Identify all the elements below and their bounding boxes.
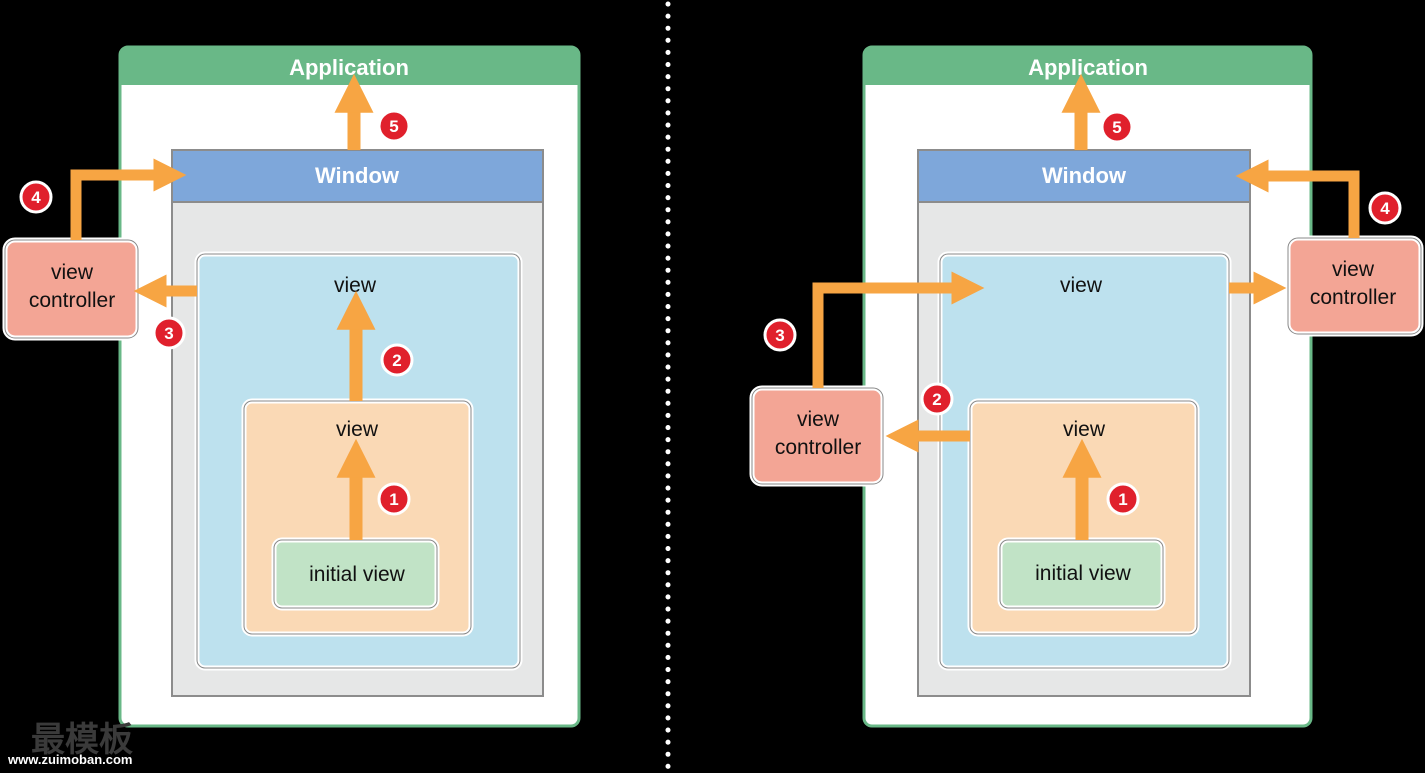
watermark-logo-text: 最模板 [31, 720, 133, 760]
left-initial-view-label: initial view [309, 563, 406, 586]
right-badge-2: 2 [920, 382, 954, 416]
right-window-header [917, 149, 1251, 203]
left-badge-5: 5 [377, 109, 411, 143]
svg-text:2: 2 [392, 351, 401, 370]
right-inner-view-controller-line2: controller [775, 436, 861, 459]
right-application-header [864, 47, 1311, 85]
left-badge-4: 4 [19, 180, 53, 214]
right-badge-1: 1 [1106, 482, 1140, 516]
right-badge-4: 4 [1368, 191, 1402, 225]
svg-text:1: 1 [389, 490, 398, 509]
right-application-label: Application [1028, 55, 1148, 80]
left-view-controller-line1: view [51, 261, 94, 284]
watermark: 最模板 www.zuimoban.com [7, 720, 133, 767]
left-badge-3: 3 [152, 316, 186, 350]
svg-text:3: 3 [164, 324, 173, 343]
svg-text:5: 5 [1112, 118, 1121, 137]
svg-text:2: 2 [932, 390, 941, 409]
left-middle-view-label: view [336, 418, 379, 441]
left-badge-1: 1 [377, 482, 411, 516]
left-application-header [120, 47, 579, 85]
right-window-label: Window [1042, 163, 1127, 188]
left-view-controller-line2: controller [29, 289, 115, 312]
left-panel: Application Window view view initial vie… [2, 45, 581, 728]
right-arrow-3 [812, 271, 985, 388]
right-middle-view-label: view [1063, 418, 1106, 441]
watermark-url: www.zuimoban.com [7, 752, 132, 767]
left-window-label: Window [315, 163, 400, 188]
left-outer-view-label: view [334, 274, 377, 297]
svg-text:3: 3 [775, 326, 784, 345]
svg-text:5: 5 [389, 117, 398, 136]
svg-text:1: 1 [1118, 490, 1127, 509]
svg-text:4: 4 [31, 188, 41, 207]
right-arrow-4 [1235, 159, 1360, 238]
right-outer-view-controller-line2: controller [1310, 286, 1396, 309]
right-outer-view-controller-line1: view [1332, 258, 1375, 281]
right-panel: Application Window view view initial vie… [749, 45, 1424, 728]
right-initial-view-label: initial view [1035, 562, 1132, 585]
right-badge-3: 3 [763, 318, 797, 352]
right-outer-view-label: view [1060, 274, 1103, 297]
left-application-label: Application [289, 55, 409, 80]
right-inner-view-controller-line1: view [797, 408, 840, 431]
right-badge-5: 5 [1100, 110, 1134, 144]
left-badge-2: 2 [380, 343, 414, 377]
svg-text:4: 4 [1380, 199, 1390, 218]
left-arrow-4 [70, 158, 187, 240]
